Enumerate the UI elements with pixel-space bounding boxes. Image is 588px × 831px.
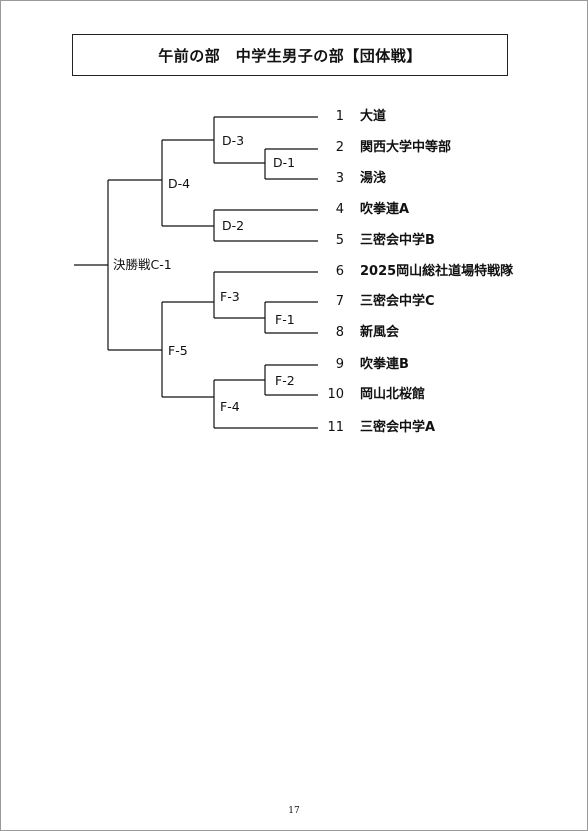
entry-seed: 7 bbox=[335, 294, 344, 309]
entry-seed: 11 bbox=[327, 420, 344, 435]
match-label-d2: D-2 bbox=[222, 218, 245, 233]
entry-seed: 1 bbox=[335, 109, 344, 124]
match-label-f1: F-1 bbox=[275, 312, 295, 327]
entry-team-name: 吹拳連A bbox=[360, 202, 410, 217]
entry-team-name: 湯浅 bbox=[360, 171, 387, 186]
entry-team-name: 三密会中学C bbox=[360, 294, 435, 309]
entry-team-name: 新風会 bbox=[360, 325, 400, 340]
entry-team-name: 関西大学中等部 bbox=[360, 140, 452, 155]
entry-seed: 4 bbox=[335, 202, 344, 217]
entry-seed: 8 bbox=[335, 325, 344, 340]
entry-seed: 5 bbox=[335, 233, 344, 248]
entry-team-name: 吹拳連B bbox=[360, 357, 409, 372]
page-title: 午前の部 中学生男子の部【団体戦】 bbox=[72, 34, 508, 76]
match-label-d4: D-4 bbox=[168, 176, 191, 191]
entry-team-name: 大道 bbox=[360, 109, 387, 124]
entry-team-name: 岡山北桜館 bbox=[360, 387, 426, 402]
entry-team-name: 三密会中学B bbox=[360, 233, 435, 248]
match-label-f2: F-2 bbox=[275, 373, 295, 388]
match-label-f5: F-5 bbox=[168, 343, 188, 358]
entry-seed: 2 bbox=[335, 140, 344, 155]
entry-team-name: 2025岡山総社道場特戦隊 bbox=[360, 264, 514, 279]
entry-seed: 3 bbox=[335, 171, 344, 186]
match-label-f4: F-4 bbox=[220, 399, 240, 414]
entry-team-name: 三密会中学A bbox=[360, 420, 436, 435]
entry-seed: 6 bbox=[335, 264, 344, 279]
match-label-f3: F-3 bbox=[220, 289, 240, 304]
match-label-d3: D-3 bbox=[222, 133, 245, 148]
match-label-d1: D-1 bbox=[273, 155, 296, 170]
match-label-final: 決勝戦C-1 bbox=[113, 257, 172, 272]
page-number: 17 bbox=[288, 806, 300, 816]
entry-seed: 10 bbox=[327, 387, 344, 402]
entry-seed: 9 bbox=[335, 357, 344, 372]
